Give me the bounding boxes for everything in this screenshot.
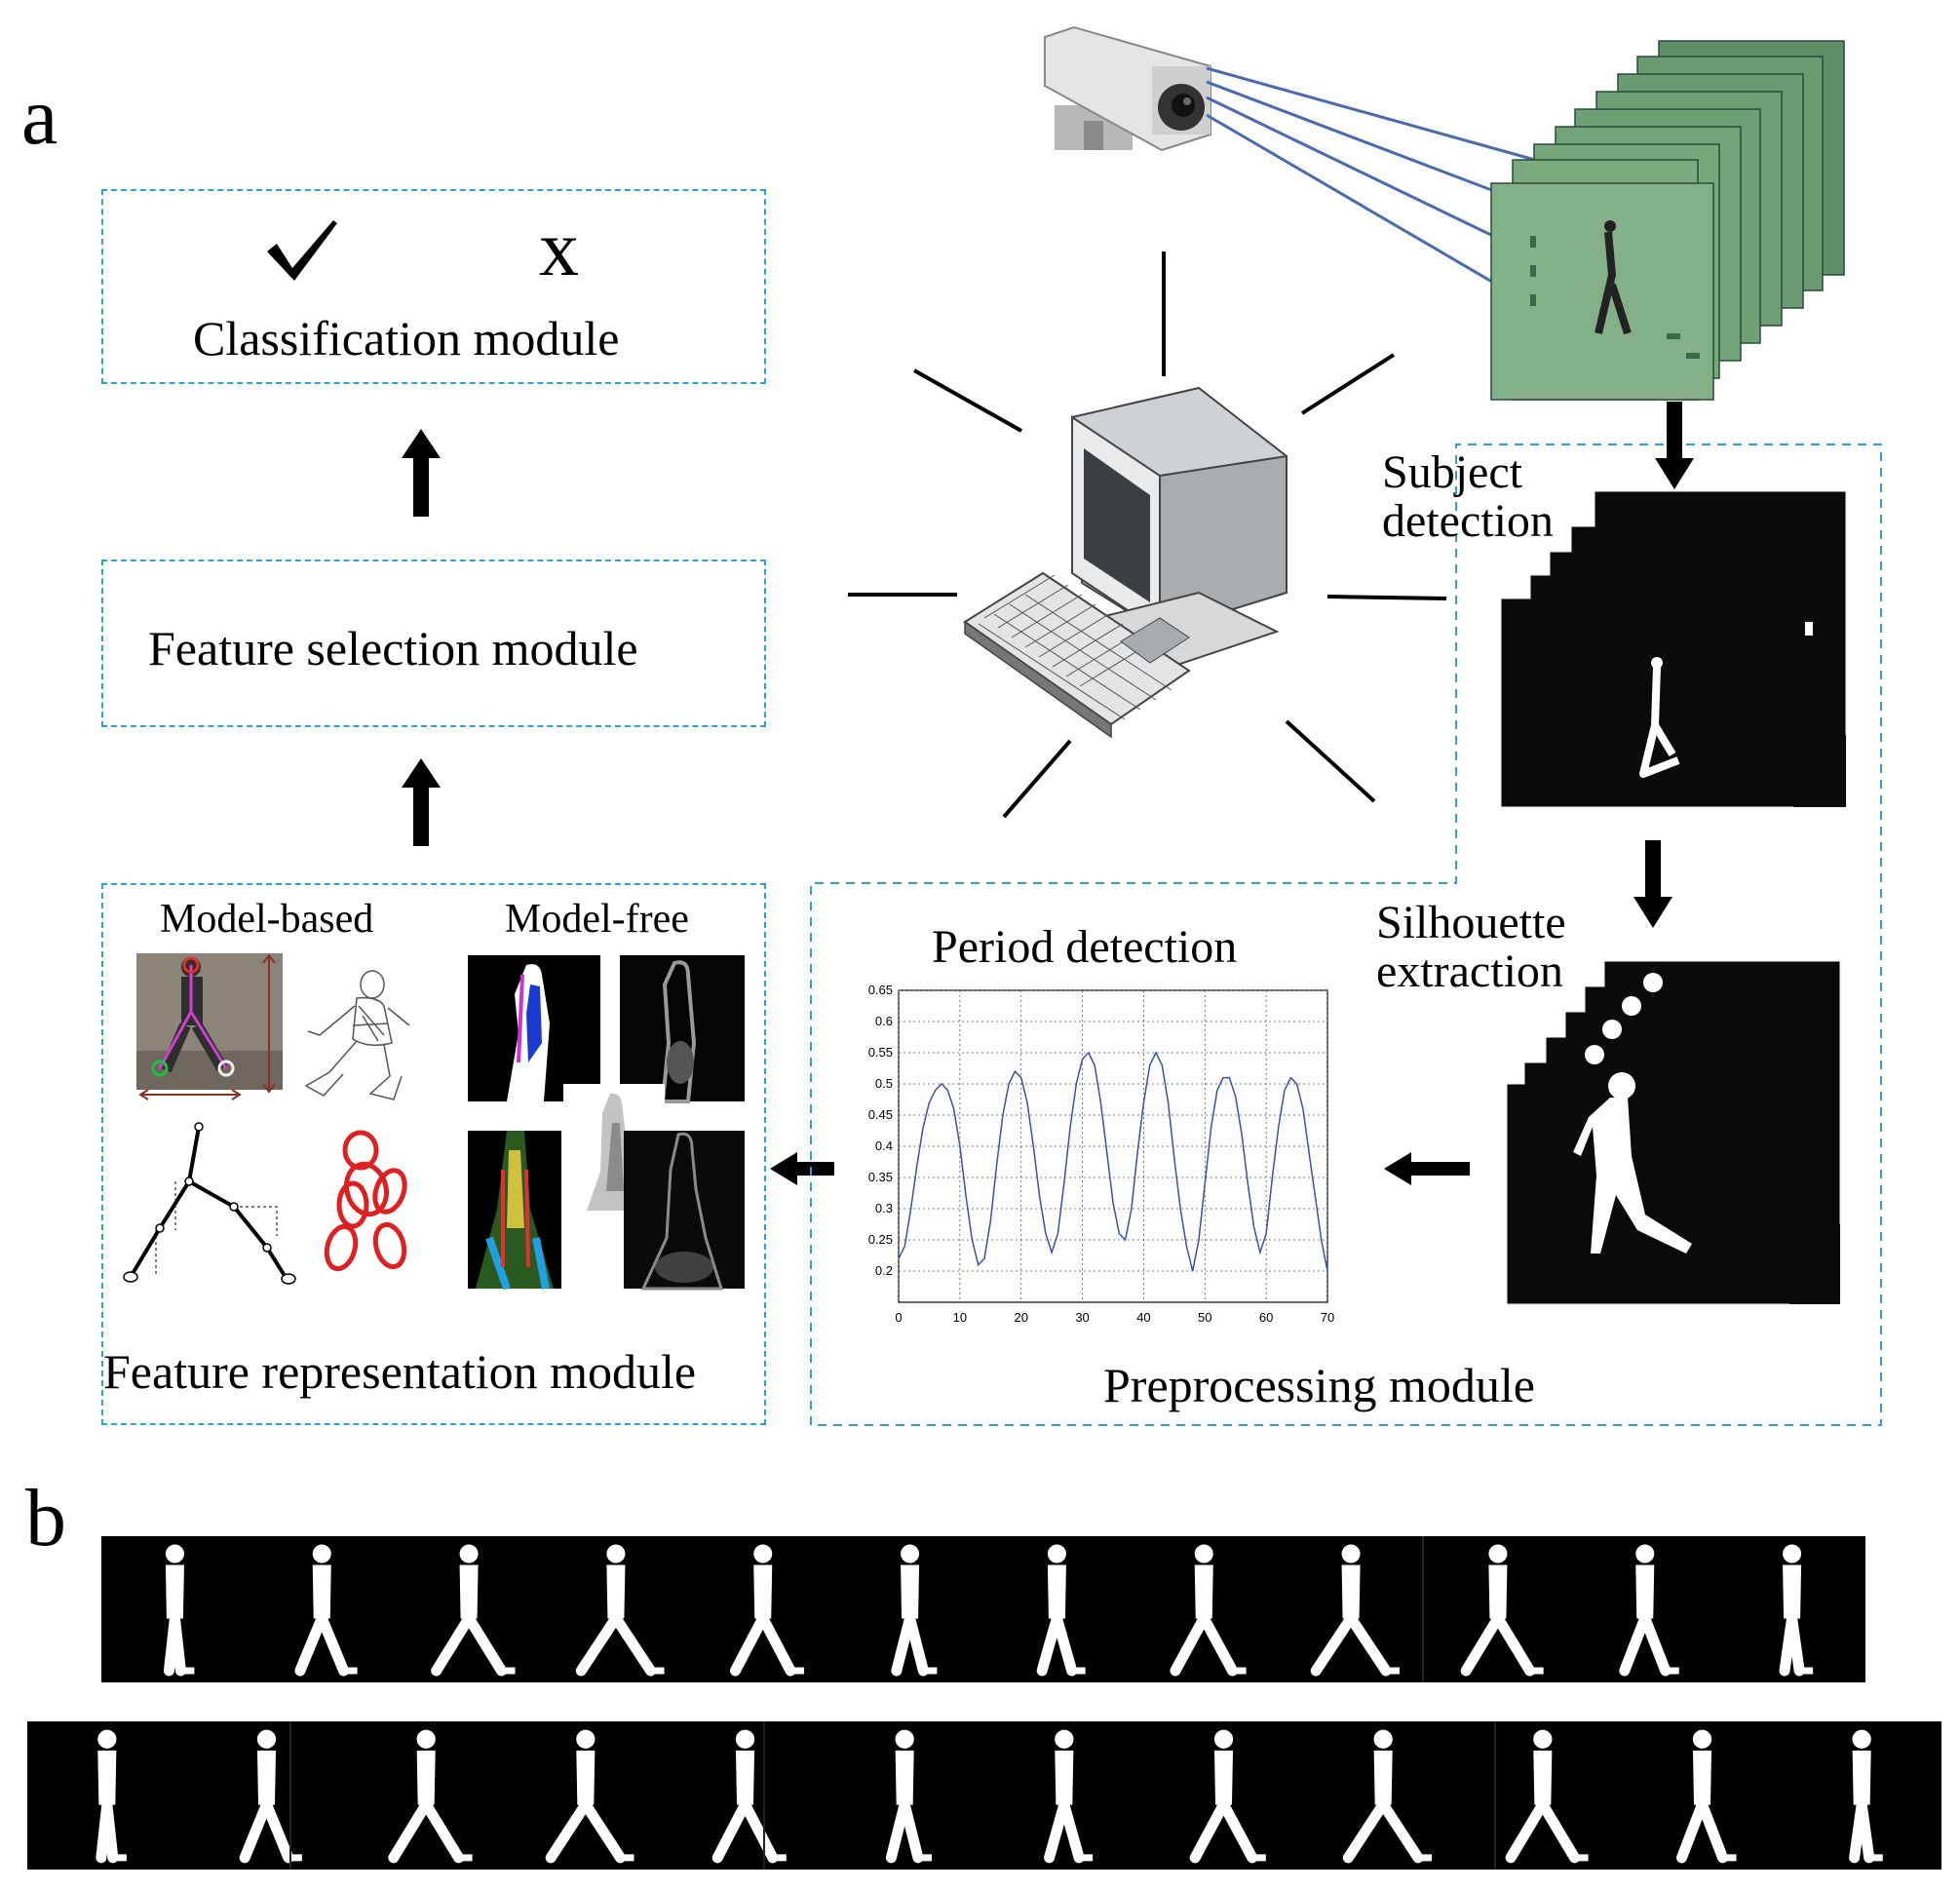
strip-background — [101, 1536, 1865, 1682]
model-free-gei-color-heat — [468, 1131, 561, 1291]
silhouette-extraction-frames — [1506, 960, 1841, 1305]
up-arrow-icon — [402, 758, 441, 846]
feature-representation-module-box — [101, 883, 766, 1425]
subject-detection-label: Subject detection — [1382, 446, 1554, 548]
measure-arrow-icon — [138, 1089, 242, 1100]
subject-detection-frames — [1500, 490, 1847, 808]
walking-silhouette — [431, 1544, 516, 1677]
walking-silhouette — [1505, 1729, 1589, 1864]
period-detection-chart: 0 10 20 30 40 50 60 70 0.2 0.25 0.3 0.35 0.4 0.45 0.5 0… — [868, 983, 1335, 1325]
x-icon: x — [539, 204, 579, 292]
video-frames-stack — [1490, 40, 1845, 401]
walking-silhouette — [729, 1544, 805, 1677]
model-based-joint-model — [123, 1122, 296, 1285]
walking-silhouette — [1170, 1544, 1247, 1677]
model-based-label: Model-based — [160, 897, 374, 942]
y-tick-label: 0.3 — [875, 1201, 893, 1216]
feature-selection-module-label: Feature selection module — [148, 621, 638, 675]
x-tick-label: 10 — [953, 1310, 967, 1325]
walking-silhouette — [1189, 1729, 1266, 1864]
walking-silhouette — [1849, 1729, 1883, 1864]
feature-selection-module-box — [101, 560, 766, 727]
walking-silhouette — [885, 1729, 932, 1864]
y-tick-label: 0.45 — [868, 1107, 893, 1122]
y-tick-label: 0.25 — [868, 1232, 893, 1247]
silhouette-sequence-strip-2 — [27, 1721, 1941, 1870]
y-tick-label: 0.6 — [875, 1014, 893, 1028]
model-based-sketch-figure — [304, 970, 410, 1100]
x-tick-label: 20 — [1014, 1310, 1027, 1325]
x-tick-label: 0 — [895, 1310, 902, 1325]
panel-a-letter: a — [21, 71, 58, 162]
up-arrow-icon — [402, 429, 441, 517]
silhouette-sequence-strip-1 — [101, 1536, 1865, 1682]
x-tick-label: 40 — [1136, 1310, 1150, 1325]
walking-silhouette — [1310, 1544, 1400, 1677]
x-tick-label: 70 — [1321, 1310, 1334, 1325]
walking-silhouette — [1676, 1729, 1737, 1864]
security-camera-icon — [1044, 25, 1211, 152]
left-arrow-icon — [770, 1152, 834, 1185]
y-tick-label: 0.55 — [868, 1045, 893, 1060]
period-detection-title: Period detection — [932, 921, 1238, 973]
computer-icon — [963, 386, 1287, 739]
y-tick-label: 0.35 — [868, 1170, 893, 1184]
x-tick-label: 50 — [1198, 1310, 1211, 1325]
x-tick-label: 60 — [1259, 1310, 1273, 1325]
walking-silhouette — [1460, 1544, 1544, 1677]
walking-silhouette — [1342, 1729, 1432, 1864]
walking-silhouette — [1044, 1729, 1094, 1864]
walking-silhouette — [545, 1729, 634, 1864]
walking-silhouette — [575, 1544, 665, 1677]
walking-silhouette — [294, 1544, 358, 1677]
y-tick-label: 0.5 — [875, 1076, 893, 1091]
model-based-person-photo — [136, 953, 283, 1090]
model-free-gei-color — [468, 955, 600, 1101]
model-free-label: Model-free — [505, 897, 689, 942]
walking-silhouette — [96, 1729, 127, 1864]
model-free-gei-dark — [624, 1131, 745, 1291]
walking-silhouette — [239, 1729, 302, 1864]
down-arrow-icon — [1655, 402, 1694, 489]
y-tick-label: 0.65 — [868, 983, 893, 997]
walking-silhouette — [891, 1544, 938, 1677]
walking-silhouette — [1619, 1544, 1679, 1677]
classification-module-label: Classification module — [193, 311, 620, 366]
walking-silhouette — [1779, 1544, 1814, 1677]
x-tick-label: 30 — [1075, 1310, 1089, 1325]
silhouette-extraction-label: Silhouette extraction — [1376, 897, 1566, 998]
walking-silhouette — [1036, 1544, 1086, 1677]
period-signal-line — [898, 1051, 1328, 1272]
walking-silhouette — [711, 1729, 787, 1864]
measure-arrow-icon — [262, 953, 276, 1094]
walking-silhouette — [388, 1729, 473, 1864]
y-tick-label: 0.2 — [875, 1263, 893, 1278]
preprocessing-module-label: Preprocessing module — [1103, 1358, 1535, 1412]
down-arrow-icon — [1633, 840, 1672, 928]
model-based-ellipse-model — [324, 1130, 407, 1272]
model-free-gei-gray — [620, 955, 745, 1103]
strip-background — [27, 1721, 1941, 1870]
checkmark-icon — [267, 220, 337, 281]
classification-module-box — [101, 189, 766, 384]
panel-b-letter: b — [25, 1473, 66, 1563]
feature-representation-module-label: Feature representation module — [103, 1344, 697, 1399]
y-tick-label: 0.4 — [875, 1138, 893, 1153]
left-arrow-icon — [1384, 1152, 1470, 1185]
walking-silhouette — [163, 1544, 195, 1677]
